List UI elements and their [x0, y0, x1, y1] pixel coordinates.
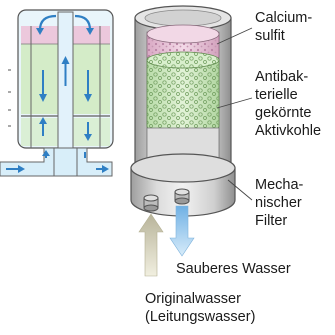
outlet-nozzle [175, 189, 189, 204]
label-antibac-line3: gekörnte [255, 104, 321, 122]
label-mech-line2: nischer [255, 194, 303, 212]
label-mechanical-filter: Mecha- nischer Filter [255, 176, 303, 230]
label-source-water: Originalwasser (Leitungswasser) [145, 290, 255, 326]
label-calcium-line2: sulfit [255, 27, 312, 45]
filter-cylinder [131, 6, 252, 276]
cross-section-outlet-pipe [77, 148, 112, 176]
scale-marks [8, 70, 11, 126]
cross-section-central-tube [58, 12, 73, 162]
label-antibac-line1: Antibak- [255, 68, 321, 86]
label-mech-line3: Filter [255, 212, 303, 230]
cross-section-diagram [0, 10, 113, 176]
inlet-nozzle [144, 195, 158, 211]
label-clean-water: Sauberes Wasser [176, 260, 291, 278]
label-activated-carbon: Antibak- terielle gekörnte Aktivkohle [255, 68, 321, 140]
label-calcium-line1: Calcium- [255, 9, 312, 27]
source-water-arrow [139, 214, 163, 276]
label-mech-line1: Mecha- [255, 176, 303, 194]
label-antibac-line4: Aktivkohle [255, 122, 321, 140]
label-antibac-line2: terielle [255, 86, 321, 104]
label-calcium-sulfite: Calcium- sulfit [255, 9, 312, 45]
label-source-line2: (Leitungswasser) [145, 308, 255, 326]
label-source-line1: Originalwasser [145, 290, 255, 308]
